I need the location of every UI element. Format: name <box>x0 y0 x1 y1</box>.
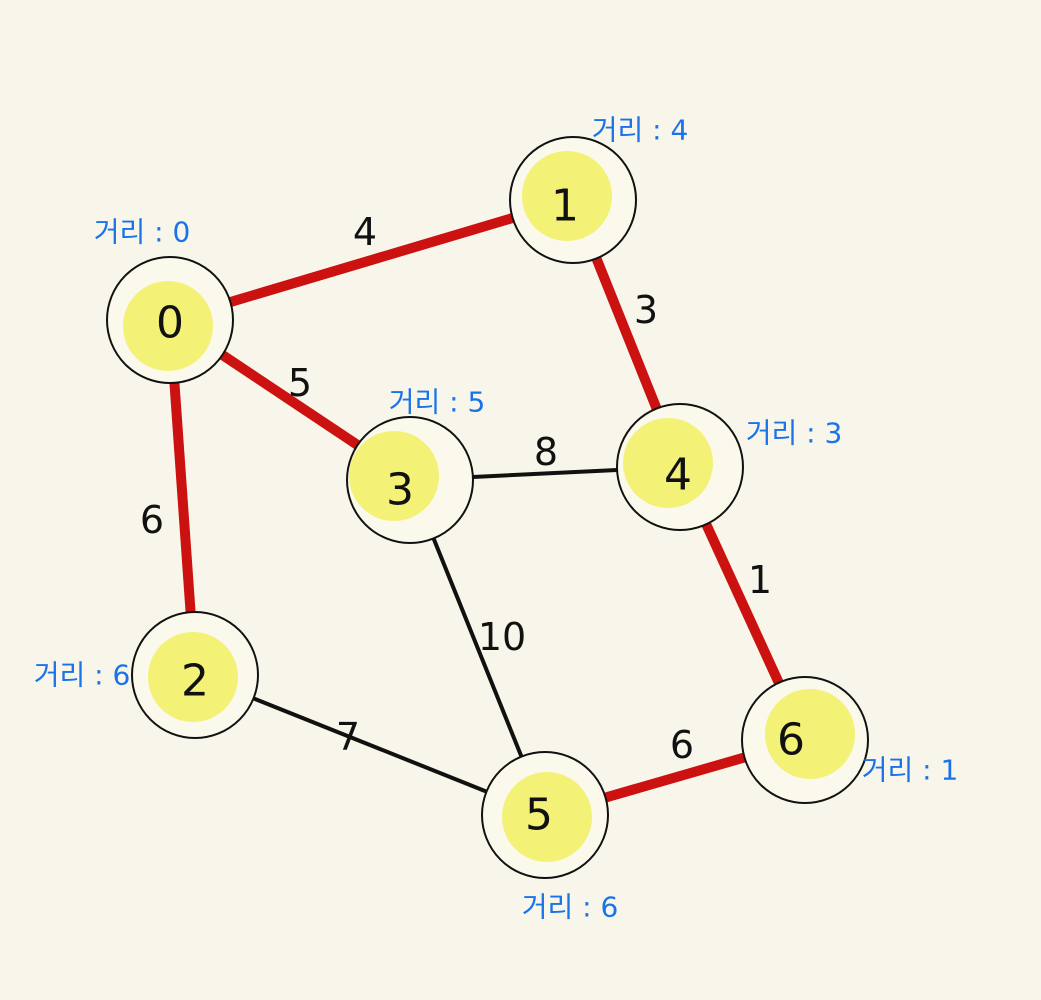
node-5: 5 <box>481 751 609 879</box>
distance-label-6: 거리 : 1 <box>862 754 959 787</box>
node-3: 3 <box>346 416 474 544</box>
nodes-layer: 0 1 2 3 4 5 6 <box>106 136 869 879</box>
node-1: 1 <box>509 136 637 264</box>
node-label-1: 1 <box>551 181 579 232</box>
edge-4-6 <box>701 519 784 688</box>
node-fill-6 <box>765 689 855 779</box>
edge-weight-1-4: 3 <box>634 288 658 332</box>
distance-label-5: 거리 : 6 <box>522 891 619 924</box>
edge-weight-4-6: 1 <box>748 558 772 602</box>
node-label-3: 3 <box>386 465 414 516</box>
edges-layer <box>169 212 784 803</box>
weights-layer: 4 5 6 3 8 10 1 7 6 <box>140 210 772 767</box>
distance-label-0: 거리 : 0 <box>94 216 191 249</box>
edge-weight-3-4: 8 <box>534 430 558 474</box>
node-fill-5 <box>502 772 592 862</box>
edge-1-4 <box>591 253 662 414</box>
edge-3-4 <box>470 468 620 479</box>
distance-label-3: 거리 : 5 <box>389 386 486 419</box>
node-4: 4 <box>616 403 744 531</box>
edge-5-6 <box>600 752 750 803</box>
edge-weight-2-5: 7 <box>336 715 360 759</box>
node-label-0: 0 <box>156 298 184 349</box>
node-label-4: 4 <box>664 450 692 501</box>
edge-0-2 <box>169 377 196 618</box>
distance-label-4: 거리 : 3 <box>746 417 843 450</box>
node-fill-4 <box>623 418 713 508</box>
edge-weight-0-1: 4 <box>353 210 377 254</box>
edge-0-1 <box>225 212 518 308</box>
node-2: 2 <box>131 611 259 739</box>
edge-weight-0-3: 5 <box>288 361 312 405</box>
node-label-6: 6 <box>777 715 805 766</box>
distance-labels-layer: 거리 : 0 거리 : 4 거리 : 6 거리 : 5 거리 : 3 거리 : 6 거리 :… <box>34 114 959 924</box>
edge-2-5 <box>251 696 489 794</box>
edge-weight-3-5: 10 <box>478 615 526 659</box>
edge-weight-5-6: 6 <box>670 723 694 767</box>
node-fill-1 <box>522 151 612 241</box>
edge-3-5 <box>431 536 524 759</box>
node-fill-3 <box>349 431 439 521</box>
distance-label-2: 거리 : 6 <box>34 659 131 692</box>
node-0: 0 <box>106 256 234 384</box>
edge-0-3 <box>217 349 363 451</box>
distance-label-1: 거리 : 4 <box>592 114 689 147</box>
node-fill-2 <box>148 632 238 722</box>
edge-weight-0-2: 6 <box>140 498 164 542</box>
node-label-2: 2 <box>181 656 209 707</box>
node-fill-0 <box>123 281 213 371</box>
node-6: 6 <box>741 676 869 804</box>
node-label-5: 5 <box>525 790 553 841</box>
